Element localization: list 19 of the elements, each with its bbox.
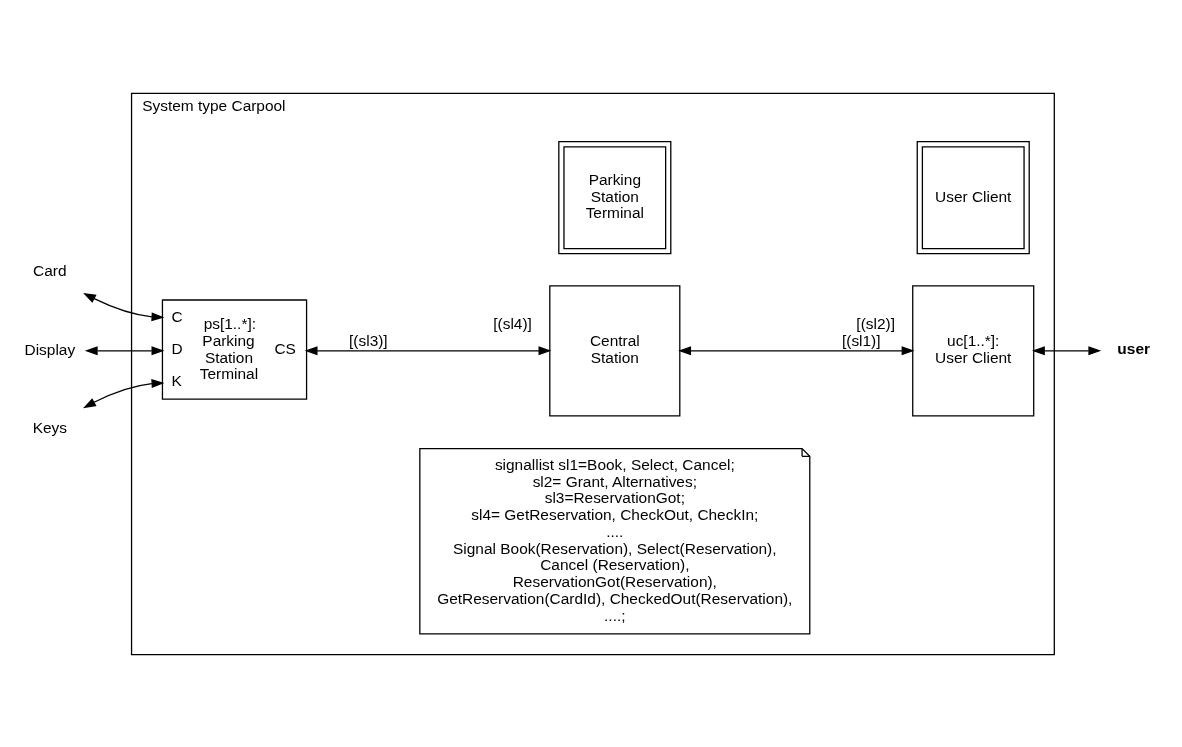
arrow [84, 345, 165, 355]
node-box: Parking Station Terminal [558, 140, 672, 254]
node-text: user [1117, 339, 1150, 357]
node-box: Central Station [549, 284, 681, 416]
node-text: Keys [32, 418, 67, 436]
node-box: uc[1..*]: User Client [912, 284, 1035, 416]
arrow [304, 345, 552, 355]
node-text: Card [33, 261, 67, 279]
arrow [1031, 345, 1102, 355]
edge-label: [(sl1)] [841, 331, 881, 349]
arrow [678, 345, 915, 355]
arrow [83, 378, 165, 408]
edge-label: [(sl3)] [349, 331, 388, 349]
arrow [83, 292, 165, 321]
edge-label: [(sl4)] [493, 314, 532, 332]
edge-label: [(sl2)] [856, 314, 895, 332]
node-box: C ps[1..*]: Parking Station Terminal D CS K [161, 298, 308, 400]
node-box: User Client [916, 140, 1030, 254]
node-text: Display [24, 340, 76, 358]
